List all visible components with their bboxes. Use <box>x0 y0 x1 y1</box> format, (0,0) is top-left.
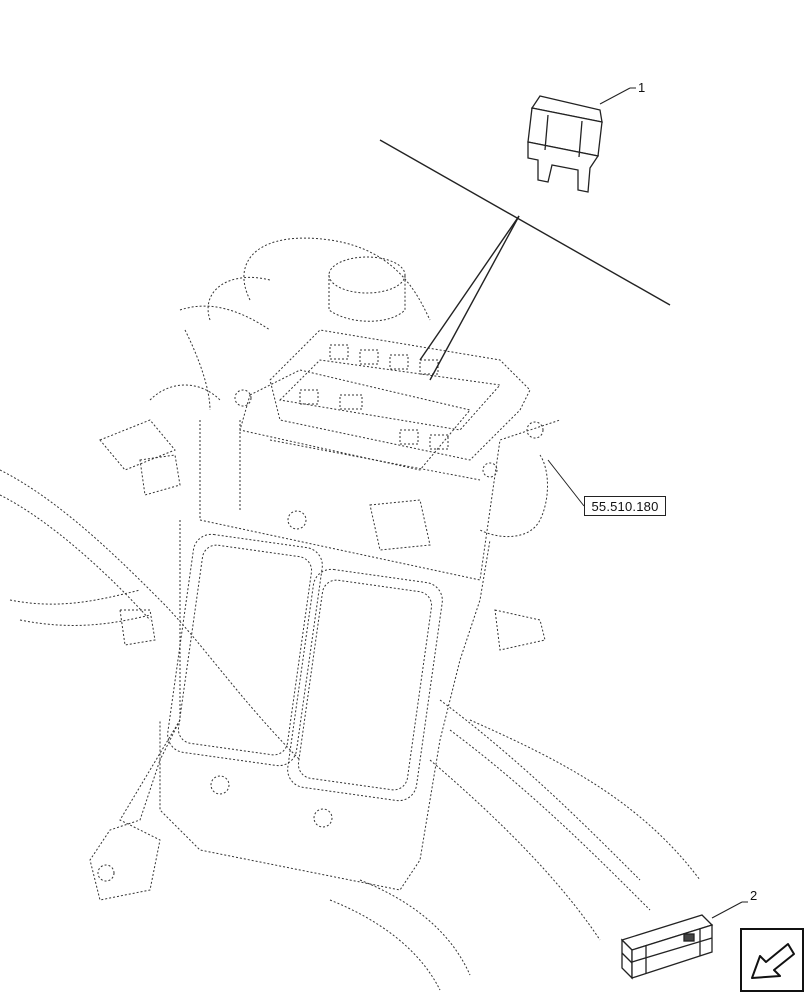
fuse-box <box>234 256 548 538</box>
leader-1 <box>599 87 636 105</box>
navigation-button[interactable] <box>740 928 804 992</box>
harness-connectors <box>99 305 546 651</box>
crate-part <box>620 914 714 980</box>
callout-2: 2 <box>750 888 758 903</box>
leader-ref <box>547 459 585 507</box>
control-units <box>167 533 443 828</box>
mounting-bracket <box>89 419 561 901</box>
leader-2 <box>711 901 748 919</box>
arrow-down-left-icon <box>751 943 795 979</box>
reference-link[interactable]: 55.510.180 <box>584 496 666 516</box>
mini-fuse-part <box>527 95 603 193</box>
zoom-leader-lines <box>379 139 671 381</box>
callout-1: 1 <box>638 80 646 95</box>
background-hoses <box>0 237 701 991</box>
